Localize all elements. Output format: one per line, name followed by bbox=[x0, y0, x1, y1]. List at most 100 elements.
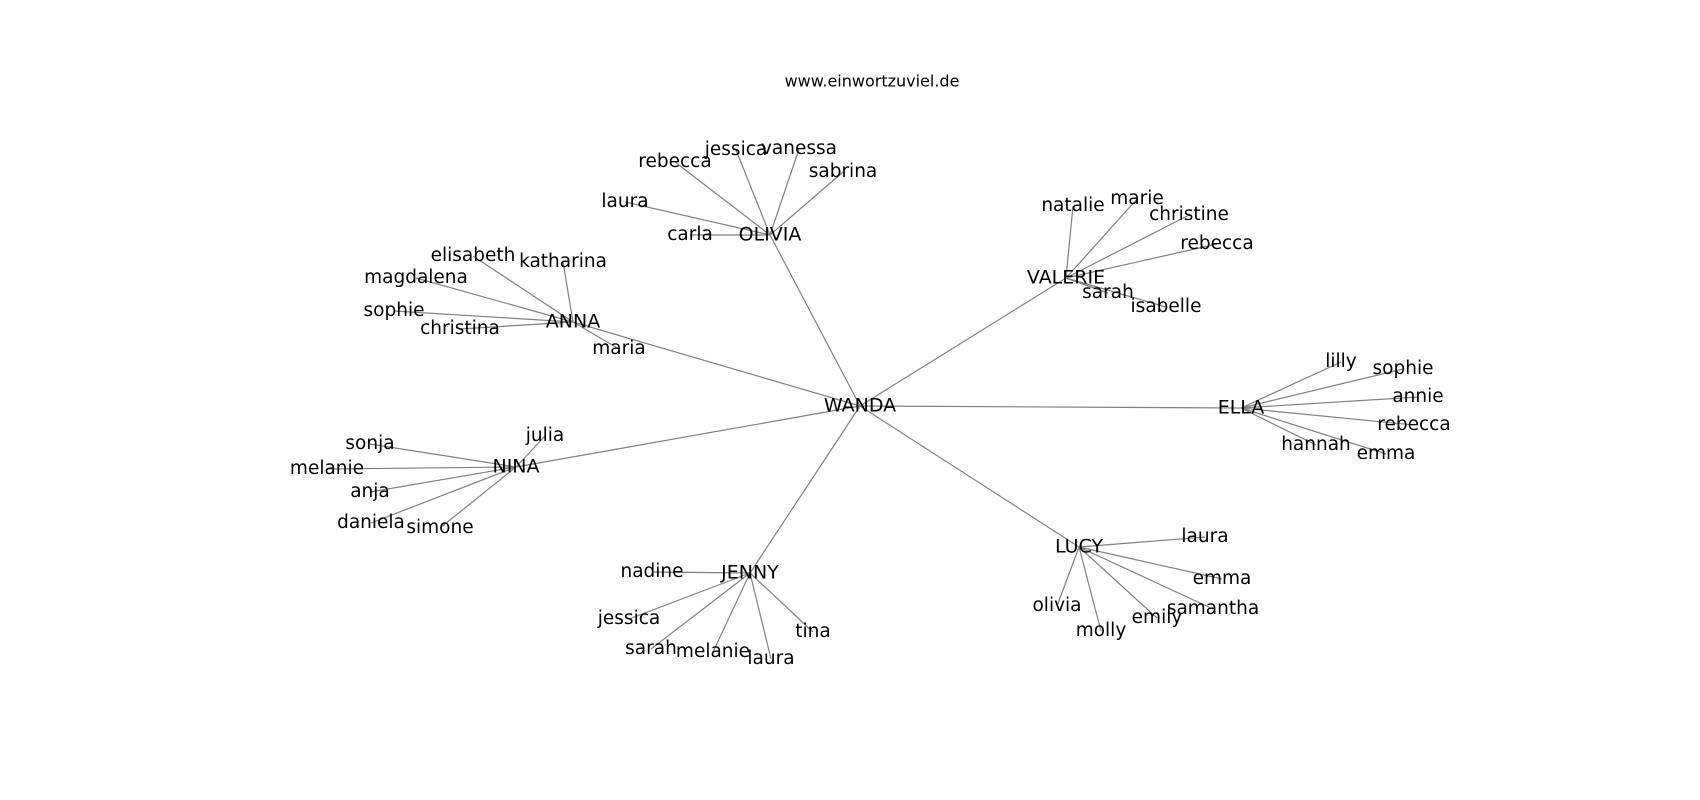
edge-nina-simone bbox=[439, 466, 517, 529]
node-leaf-nina-anja: anja bbox=[350, 481, 390, 502]
edge-olivia-sabrina bbox=[769, 171, 844, 236]
edge-valerie-natalie bbox=[1065, 205, 1074, 279]
node-hub-anna: ANNA bbox=[546, 311, 600, 333]
edge-valerie-marie bbox=[1065, 198, 1138, 279]
node-hub-valerie: VALERIE bbox=[1027, 267, 1105, 289]
node-leaf-nina-daniela: daniela bbox=[337, 512, 405, 533]
edge-anna-magdalena bbox=[415, 277, 574, 323]
node-leaf-anna-katharina: katharina bbox=[519, 251, 607, 272]
node-leaf-anna-magdalena: magdalena bbox=[364, 267, 468, 288]
node-leaf-valerie-marie: marie bbox=[1110, 188, 1164, 209]
edge-center-jenny bbox=[749, 405, 861, 574]
node-leaf-ella-annie: annie bbox=[1392, 386, 1443, 407]
node-leaf-olivia-carla: carla bbox=[667, 224, 713, 245]
edge-valerie-isabelle bbox=[1065, 277, 1167, 308]
node-leaf-jenny-melanie: melanie bbox=[676, 641, 750, 662]
node-leaf-ella-rebecca: rebecca bbox=[1377, 414, 1450, 435]
edge-jenny-sarah bbox=[650, 572, 751, 650]
edge-lucy-emma bbox=[1078, 546, 1223, 580]
node-hub-olivia: OLIVIA bbox=[739, 224, 802, 246]
node-leaf-lucy-laura: laura bbox=[1181, 526, 1228, 547]
node-leaf-jenny-sarah: sarah bbox=[625, 638, 677, 659]
node-leaf-jenny-laura: laura bbox=[747, 648, 794, 669]
node-leaf-ella-emma: emma bbox=[1357, 443, 1416, 464]
edge-jenny-nadine bbox=[651, 571, 751, 574]
node-hub-jenny: JENNY bbox=[720, 562, 779, 584]
edge-ella-hannah bbox=[1240, 407, 1317, 446]
edge-lucy-laura bbox=[1078, 536, 1206, 548]
node-leaf-nina-simone: simone bbox=[406, 517, 473, 538]
node-leaf-olivia-sabrina: sabrina bbox=[809, 161, 878, 182]
edge-lucy-samantha bbox=[1078, 546, 1214, 610]
edge-jenny-tina bbox=[749, 572, 814, 633]
node-center: WANDA bbox=[824, 395, 896, 417]
edge-olivia-jessica bbox=[735, 149, 771, 236]
node-leaf-nina-sonja: sonja bbox=[345, 433, 394, 454]
edge-center-olivia bbox=[769, 234, 861, 407]
node-leaf-lucy-emma: emma bbox=[1193, 568, 1252, 589]
node-leaf-olivia-laura: laura bbox=[601, 191, 648, 212]
edge-jenny-jessica bbox=[628, 572, 751, 620]
edge-anna-maria bbox=[572, 321, 620, 350]
edge-anna-elisabeth bbox=[472, 255, 574, 323]
edge-olivia-laura bbox=[624, 201, 771, 236]
node-hub-nina: NINA bbox=[492, 456, 539, 478]
node-leaf-valerie-rebecca: rebecca bbox=[1180, 233, 1253, 254]
edge-lucy-emily bbox=[1078, 546, 1158, 619]
node-leaf-ella-lilly: lilly bbox=[1325, 351, 1357, 372]
edge-valerie-christine bbox=[1065, 214, 1190, 279]
node-leaf-lucy-samantha: samantha bbox=[1167, 598, 1259, 619]
edge-anna-katharina bbox=[562, 261, 574, 323]
node-leaf-anna-christina: christina bbox=[420, 318, 500, 339]
edge-jenny-laura bbox=[749, 572, 772, 660]
node-leaf-anna-elisabeth: elisabeth bbox=[431, 245, 516, 266]
edge-ella-annie bbox=[1240, 396, 1419, 409]
edge-center-anna bbox=[572, 321, 861, 407]
edge-center-nina bbox=[515, 405, 861, 468]
edge-ella-rebecca bbox=[1240, 407, 1415, 426]
node-leaf-nina-melanie: melanie bbox=[290, 458, 364, 479]
node-hub-lucy: LUCY bbox=[1055, 536, 1103, 558]
edge-valerie-rebecca bbox=[1065, 243, 1218, 279]
node-leaf-ella-sophie: sophie bbox=[1373, 358, 1434, 379]
node-leaf-olivia-rebecca: rebecca bbox=[638, 151, 711, 172]
edge-nina-sonja bbox=[369, 443, 517, 468]
edge-ella-sophie bbox=[1240, 368, 1404, 409]
node-leaf-jenny-nadine: nadine bbox=[620, 561, 683, 582]
edge-ella-lilly bbox=[1240, 361, 1342, 409]
node-leaf-lucy-emily: emily bbox=[1132, 607, 1183, 628]
edge-center-ella bbox=[859, 405, 1242, 409]
edge-ella-emma bbox=[1240, 407, 1387, 455]
edge-anna-sophie bbox=[393, 310, 574, 323]
label-layer: WANDAOLIVIArebeccajessicavanessasabrinal… bbox=[290, 138, 1451, 669]
node-leaf-lucy-molly: molly bbox=[1076, 620, 1127, 641]
edge-nina-anja bbox=[369, 466, 517, 493]
node-hub-ella: ELLA bbox=[1218, 397, 1265, 419]
edge-nina-melanie bbox=[326, 466, 517, 470]
node-leaf-jenny-jessica: jessica bbox=[597, 608, 660, 629]
node-leaf-anna-sophie: sophie bbox=[364, 300, 425, 321]
edge-jenny-melanie bbox=[712, 572, 751, 653]
edge-olivia-rebecca bbox=[674, 161, 771, 236]
edge-lucy-molly bbox=[1078, 546, 1102, 632]
node-leaf-anna-maria: maria bbox=[592, 338, 645, 359]
edge-nina-daniela bbox=[370, 466, 517, 524]
edge-layer bbox=[326, 148, 1419, 660]
edge-anna-christina bbox=[459, 321, 574, 330]
node-leaf-olivia-vanessa: vanessa bbox=[761, 138, 837, 159]
edge-lucy-olivia bbox=[1056, 546, 1080, 607]
node-leaf-valerie-isabelle: isabelle bbox=[1131, 296, 1202, 317]
node-leaf-olivia-jessica: jessica bbox=[704, 139, 767, 160]
node-leaf-lucy-olivia: olivia bbox=[1032, 595, 1081, 616]
node-leaf-valerie-christine: christine bbox=[1149, 204, 1229, 225]
node-leaf-valerie-natalie: natalie bbox=[1041, 195, 1104, 216]
edge-olivia-vanessa bbox=[769, 148, 800, 236]
edge-center-lucy bbox=[859, 405, 1080, 548]
node-leaf-jenny-tina: tina bbox=[795, 621, 830, 642]
edge-center-valerie bbox=[859, 277, 1067, 407]
edge-nina-julia bbox=[515, 435, 546, 468]
node-leaf-valerie-sarah: sarah bbox=[1082, 282, 1134, 303]
node-leaf-nina-julia: julia bbox=[525, 425, 564, 446]
node-leaf-ella-hannah: hannah bbox=[1281, 434, 1351, 455]
